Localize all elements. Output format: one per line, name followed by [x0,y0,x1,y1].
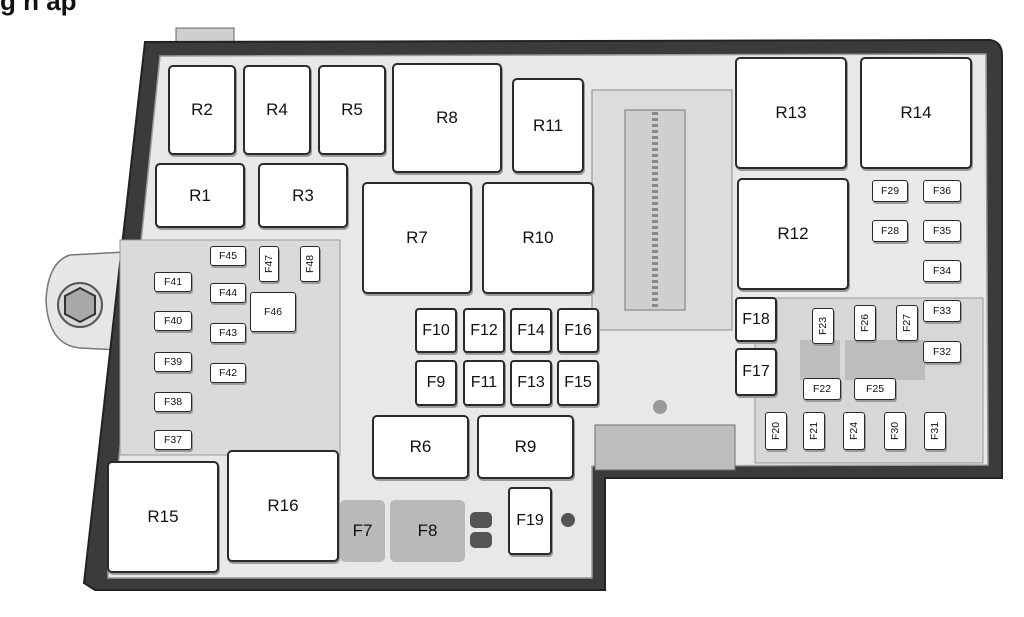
fuse-F39: F39 [154,352,192,372]
fuse-F38: F38 [154,392,192,412]
relay-R16: R16 [227,450,339,562]
fuse-F28: F28 [872,220,908,242]
relay-R15: R15 [107,461,219,573]
fuse-F40: F40 [154,311,192,331]
fuse-F26: F26 [854,305,876,341]
fuse-F11: F11 [463,360,505,406]
fuse-F19: F19 [508,487,552,555]
relay-R7: R7 [362,182,472,294]
fuse-F9: F9 [415,360,457,406]
fuse-F12: F12 [463,308,505,353]
fuse-F41: F41 [154,272,192,292]
fuse-F8: F8 [390,500,465,562]
fuse-F16: F16 [557,308,599,353]
fuse-F29: F29 [872,180,908,202]
fuse-F25: F25 [854,378,896,400]
grey-bar-1 [800,340,840,380]
relay-R8: R8 [392,63,502,173]
fuse-F31: F31 [924,412,946,450]
fuse-F13: F13 [510,360,552,406]
fuse-F24: F24 [843,412,865,450]
fuse-F36: F36 [923,180,961,202]
fuse-F33: F33 [923,300,961,322]
relay-R13: R13 [735,57,847,169]
fuse-F14: F14 [510,308,552,353]
fuse-F10: F10 [415,308,457,353]
relay-R10: R10 [482,182,594,294]
screw-hole-2 [653,400,667,414]
relay-R9: R9 [477,415,574,479]
relay-R4: R4 [243,65,311,155]
relay-R12: R12 [737,178,849,290]
screw-hole [561,513,575,527]
fuse-F8-terminal-top [470,512,492,528]
fuse-F17: F17 [735,348,777,396]
fuse-F48: F48 [300,246,320,282]
bolt-head [64,286,96,324]
fuse-F15: F15 [557,360,599,406]
fuse-F18: F18 [735,297,777,342]
fuse-F35: F35 [923,220,961,242]
fuse-F7: F7 [340,500,385,562]
fuse-F37: F37 [154,430,192,450]
fuse-F47: F47 [259,246,279,282]
fuse-F20: F20 [765,412,787,450]
relay-R2: R2 [168,65,236,155]
fuse-F42: F42 [210,363,246,383]
fuse-F45: F45 [210,246,246,266]
fuse-F23: F23 [812,308,834,344]
relay-R3: R3 [258,163,348,228]
fuse-F34: F34 [923,260,961,282]
page-title-fragment: g n ap [0,0,77,16]
fuse-F30: F30 [884,412,906,450]
fuse-F8-terminal-bottom [470,532,492,548]
fuse-F21: F21 [803,412,825,450]
relay-R14: R14 [860,57,972,169]
fuse-F32: F32 [923,341,961,363]
fuse-F27: F27 [896,305,918,341]
fuse-F22: F22 [803,378,841,400]
relay-R11: R11 [512,78,584,173]
relay-R6: R6 [372,415,469,479]
top-tab [175,27,235,43]
fuse-F44: F44 [210,283,246,303]
relay-R1: R1 [155,163,245,228]
bottom-connector [594,424,736,471]
fuse-F43: F43 [210,323,246,343]
relay-R5: R5 [318,65,386,155]
fuse-F46: F46 [250,292,296,332]
grey-bar-2 [845,340,925,380]
